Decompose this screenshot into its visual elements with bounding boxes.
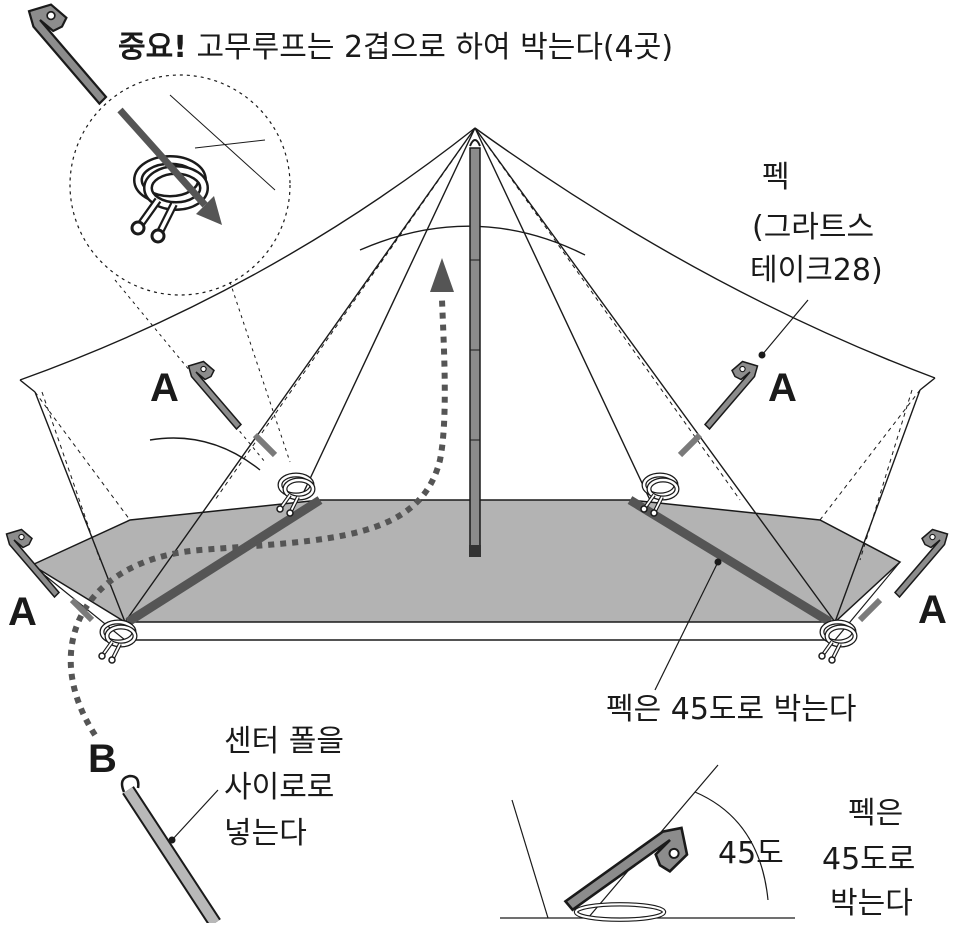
detail-loop-icon bbox=[132, 160, 204, 242]
peg-angle-instruction: 펙은 45도로 박는다 bbox=[606, 692, 857, 727]
peg-name-line2: 테이크28) bbox=[750, 253, 883, 288]
point-a-left-upper: A bbox=[150, 366, 179, 410]
inset-peg-angle bbox=[500, 764, 795, 922]
detail-magnifier bbox=[69, 74, 291, 296]
peg-callout-leader bbox=[761, 299, 809, 356]
inset-text-line1: 펙은 bbox=[848, 796, 904, 831]
loop-instruction: 고무루프는 2겹으로 하여 박는다(4곳) bbox=[196, 30, 674, 65]
center-pole-line1: 센터 폴을 bbox=[224, 724, 344, 759]
point-b: B bbox=[88, 737, 117, 781]
angle-value-label: 45도 bbox=[718, 836, 784, 871]
point-a-right-upper: A bbox=[768, 366, 797, 410]
inset-loop-icon bbox=[573, 902, 667, 922]
peg-icon-a-right-upper bbox=[704, 360, 759, 430]
point-a-left-lower: A bbox=[8, 590, 37, 634]
loop-knot-icon-right-lower bbox=[819, 622, 855, 663]
inset-text-line3: 박는다 bbox=[830, 886, 913, 921]
pole-b-icon bbox=[120, 774, 221, 927]
peg-label: 펙 bbox=[762, 160, 790, 195]
inset-text-line2: 45도로 bbox=[822, 842, 916, 877]
important-label: 중요! bbox=[118, 30, 187, 65]
floor-seam-left bbox=[125, 496, 323, 626]
peg-icon-a-left-upper bbox=[187, 360, 242, 430]
loop-knot-icon-left-lower bbox=[99, 622, 135, 663]
center-pole-line3: 넣는다 bbox=[224, 816, 307, 851]
pole-insertion-arrowhead bbox=[430, 258, 454, 292]
center-pole-line2: 사이로로 bbox=[224, 770, 335, 805]
detail-peg-icon bbox=[27, 3, 108, 105]
angle-callout-leader bbox=[654, 561, 719, 691]
peg-name-line1: (그라트스 bbox=[752, 210, 875, 245]
tent-fly-outline bbox=[19, 127, 936, 623]
detail-arrow-icon bbox=[196, 196, 222, 225]
pole-callout-leader bbox=[171, 789, 219, 841]
point-a-right-lower: A bbox=[918, 588, 947, 632]
center-pole bbox=[469, 139, 481, 557]
important-notice: 중요! 고무루프는 2겹으로 하여 박는다(4곳) bbox=[118, 30, 673, 66]
floor-seam-right bbox=[627, 496, 833, 626]
